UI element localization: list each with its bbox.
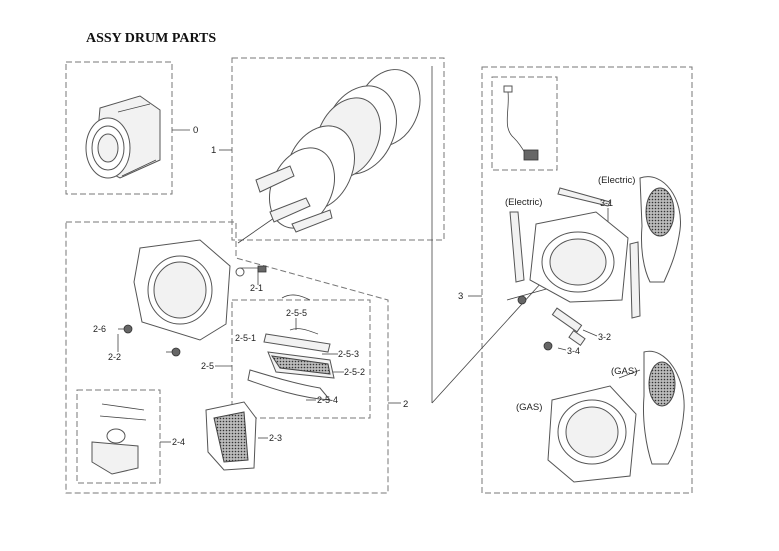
front-panel-illustration <box>123 239 267 357</box>
diagram-title: ASSY DRUM PARTS <box>86 31 216 46</box>
part-label-3-1: 3-1 <box>600 198 613 208</box>
part-label-2-5-2: 2-5-2 <box>344 367 365 377</box>
part-label-3: 3 <box>458 291 463 302</box>
power-cord-illustration <box>503 85 539 161</box>
part-label-2-5-4: 2-5-4 <box>317 395 338 405</box>
part-label-3-4: 3-4 <box>567 346 580 356</box>
group-box-0 <box>65 61 173 195</box>
heater-duct-gas-illustration <box>643 350 685 465</box>
group-box-1 <box>231 57 445 241</box>
variant-label-electric-left: (Electric) <box>505 197 542 208</box>
group-box-2 <box>65 221 389 494</box>
group-box-3 <box>481 66 693 494</box>
rear-panel-electric-illustration <box>509 187 641 319</box>
part-label-2-5-5: 2-5-5 <box>286 308 307 318</box>
part-label-3-2: 3-2 <box>598 332 611 342</box>
part-label-2-4: 2-4 <box>172 437 185 447</box>
duct-parts-illustration <box>91 403 147 475</box>
group-box-2-4 <box>76 389 161 484</box>
part-label-2-5-3: 2-5-3 <box>338 349 359 359</box>
lint-filter-parts-illustration <box>247 294 335 401</box>
part-label-2-1: 2-1 <box>250 283 263 293</box>
variant-label-gas-top: (GAS) <box>611 366 637 377</box>
filter-housing-illustration <box>205 401 257 471</box>
part-label-0: 0 <box>193 125 198 136</box>
group-box-power-cord <box>491 76 558 171</box>
group-box-2-5 <box>231 299 371 419</box>
part-label-2-5: 2-5 <box>201 361 214 371</box>
assembled-drum-illustration <box>85 95 161 179</box>
part-label-2: 2 <box>403 399 408 410</box>
part-label-2-5-1: 2-5-1 <box>235 333 256 343</box>
part-label-2-2: 2-2 <box>108 352 121 362</box>
drum-rings-illustration <box>255 69 421 233</box>
part-label-2-6: 2-6 <box>93 324 106 334</box>
part-label-1: 1 <box>211 145 216 156</box>
variant-label-gas-bottom: (GAS) <box>516 402 542 413</box>
variant-label-electric-right: (Electric) <box>598 175 635 186</box>
part-label-2-3: 2-3 <box>269 433 282 443</box>
heater-duct-electric-illustration <box>639 176 681 283</box>
rear-panel-gas-illustration <box>547 385 637 483</box>
sensor-parts-illustration <box>543 307 586 351</box>
